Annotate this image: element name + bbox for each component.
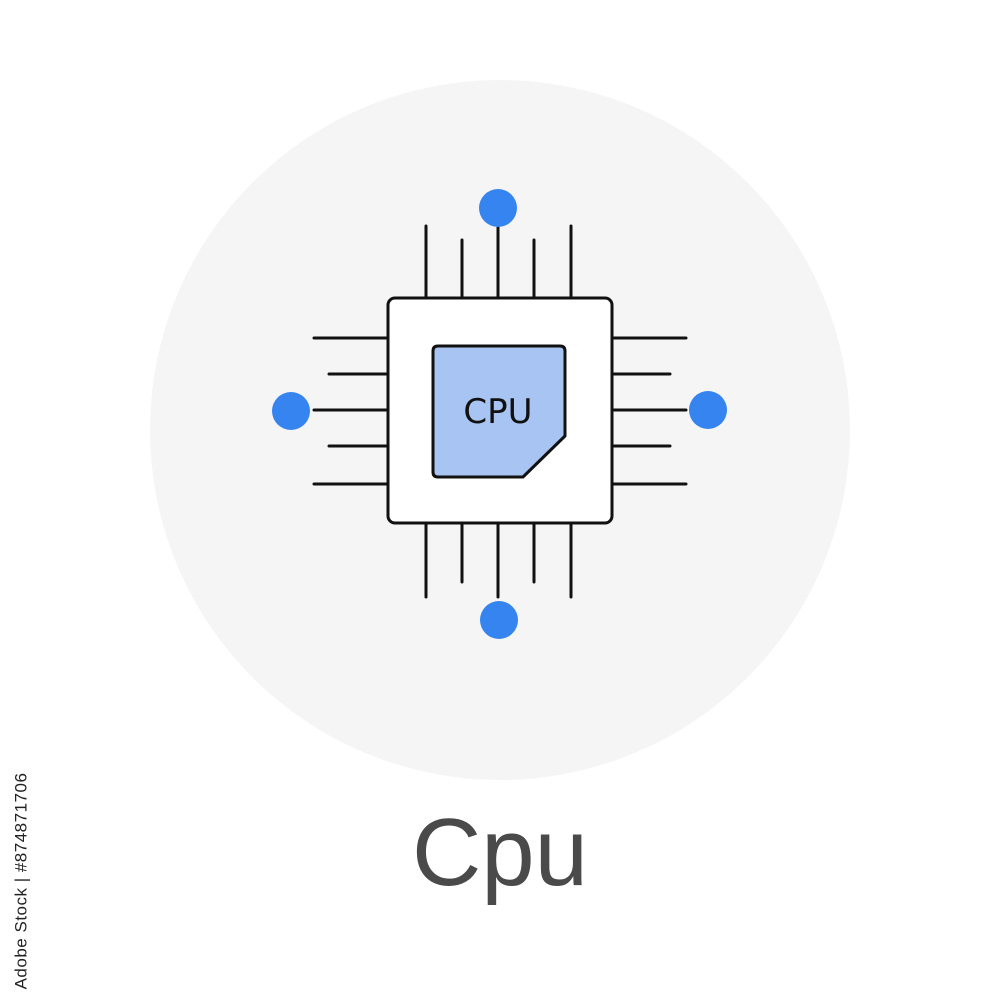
chip-die	[431, 344, 567, 479]
icon-caption: Cpu	[411, 799, 589, 906]
connection-node	[689, 391, 727, 429]
connection-node	[479, 189, 517, 227]
chip-label: CPU	[463, 392, 532, 432]
stock-id-watermark: Adobe Stock | #874871706	[3, 766, 39, 996]
connection-node	[480, 601, 518, 639]
connection-node	[272, 392, 310, 430]
stock-id-text: Adobe Stock | #874871706	[11, 772, 30, 990]
